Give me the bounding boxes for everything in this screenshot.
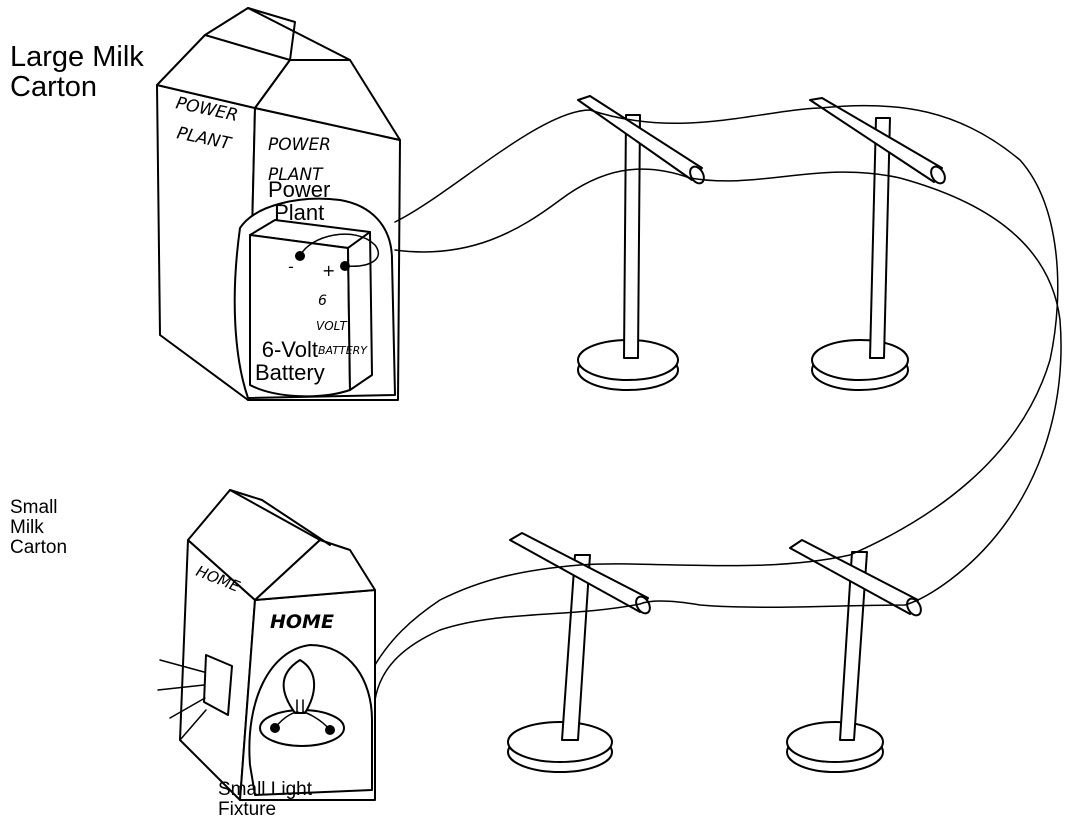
small-milk-carton: HOME HOME (157, 489, 376, 801)
light-fixture (259, 659, 345, 747)
lower-pole-right (786, 539, 922, 773)
battery: - + 6 VOLT BATTERY (249, 219, 373, 398)
battery-label: 6-Volt Battery (255, 337, 325, 386)
carton-front-text-2: PLANT (268, 165, 324, 185)
battery-text-1: 6 (318, 293, 327, 309)
lower-pole-left (507, 532, 651, 773)
wires (299, 104, 1062, 701)
upper-pole-right (809, 97, 946, 391)
carton-front-text-1: POWER (268, 135, 331, 155)
power-plant-label: Power Plant (268, 177, 331, 226)
small-milk-carton-label: Small Milk Carton (10, 497, 68, 558)
home-front-text: HOME (270, 611, 334, 633)
large-milk-carton-label: Large Milk Carton (10, 41, 144, 104)
battery-minus-sign: - (288, 257, 294, 276)
battery-text-3: BATTERY (318, 344, 368, 357)
light-fixture-label: Small Light Fixture (218, 779, 312, 820)
battery-plus-sign: + (322, 261, 335, 280)
battery-text-2: VOLT (316, 319, 349, 333)
upper-pole-left (577, 95, 705, 391)
